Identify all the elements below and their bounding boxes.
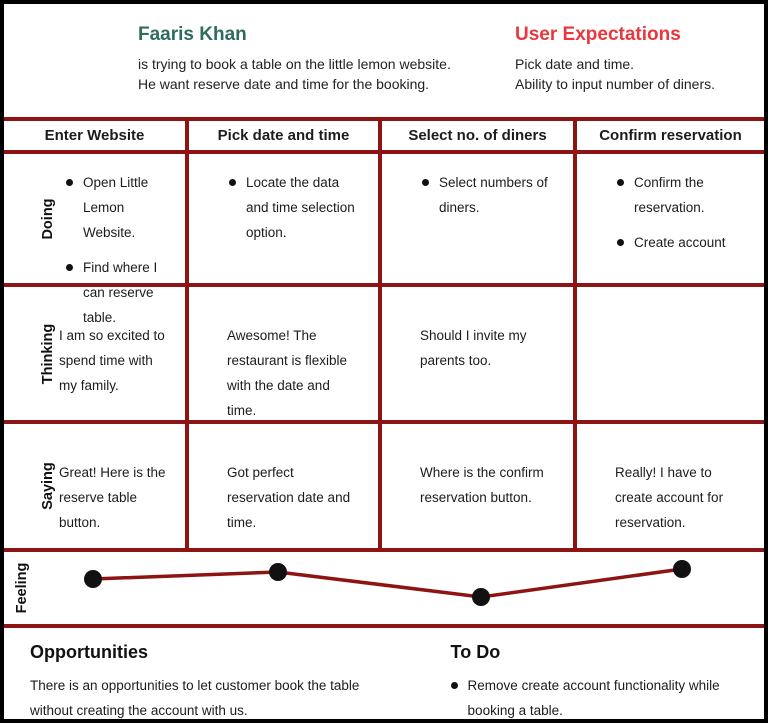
list-item: Remove create account functionality whil… [450, 673, 764, 723]
list-item: Open Little Lemon Website. [66, 170, 171, 245]
journey-map: Faaris Khan is trying to book a table on… [4, 4, 764, 719]
footer: Opportunities There is an opportunities … [4, 628, 764, 723]
doing-list-3: Select numbers of diners. [422, 170, 555, 220]
doing-item: Confirm the reservation. [634, 175, 705, 215]
stage-header-enter-website: Enter Website [4, 121, 189, 154]
opportunities-section: Opportunities There is an opportunities … [30, 642, 405, 723]
persona-block: Faaris Khan is trying to book a table on… [138, 24, 515, 117]
persona-header: Faaris Khan is trying to book a table on… [4, 4, 764, 117]
persona-description-line1: is trying to book a table on the little … [138, 56, 451, 72]
row-label-thinking: Thinking [40, 323, 56, 384]
bullet-icon [229, 179, 236, 186]
todo-item: Remove create account functionality whil… [467, 678, 720, 718]
bullet-icon [450, 682, 458, 689]
cell-thinking-3: Should I invite my parents too. [382, 287, 577, 424]
doing-item: Create account [634, 235, 726, 250]
stage-header-pick-date-time: Pick date and time [189, 121, 382, 154]
doing-item: Open Little Lemon Website. [83, 175, 149, 240]
cell-saying-3: Where is the confirm reservation button. [382, 424, 577, 552]
thinking-text: I am so excited to spend time with my fa… [59, 328, 165, 393]
feeling-row: Feeling [4, 552, 764, 628]
todo-title: To Do [450, 642, 501, 662]
feeling-chart [84, 560, 691, 606]
doing-item: Select numbers of diners. [439, 175, 548, 215]
saying-text: Really! I have to create account for res… [615, 465, 724, 530]
saying-text: Great! Here is the reserve table button. [59, 465, 166, 530]
cell-thinking-4 [577, 287, 764, 424]
doing-list-4: Confirm the reservation. Create account [617, 170, 746, 255]
cell-saying-2: Got perfect reservation date and time. [189, 424, 382, 552]
list-item: Confirm the reservation. [617, 170, 746, 220]
journey-table: Enter Website Pick date and time Select … [4, 117, 764, 552]
doing-item: Locate the data and time selection optio… [246, 175, 355, 240]
doing-list-2: Locate the data and time selection optio… [229, 170, 360, 245]
thinking-text: Awesome! The restaurant is flexible with… [227, 328, 348, 418]
bullet-icon [617, 179, 624, 186]
thinking-text: Should I invite my parents too. [420, 328, 527, 368]
persona-description-line2: He want reserve date and time for the bo… [138, 76, 430, 92]
opportunities-title: Opportunities [30, 642, 148, 662]
cell-doing-4: Confirm the reservation. Create account [577, 154, 764, 287]
opportunities-text: There is an opportunities to let custome… [30, 678, 360, 718]
cell-doing-3: Select numbers of diners. [382, 154, 577, 287]
todo-list: Remove create account functionality whil… [450, 673, 764, 723]
list-item: Find where I can reserve table. [66, 255, 171, 330]
cell-saying-4: Really! I have to create account for res… [577, 424, 764, 552]
bullet-icon [617, 239, 624, 246]
persona-name: Faaris Khan [138, 24, 247, 45]
list-item: Create account [617, 230, 746, 255]
doing-item: Find where I can reserve table. [83, 260, 158, 325]
stage-header-confirm: Confirm reservation [577, 121, 764, 154]
cell-thinking-2: Awesome! The restaurant is flexible with… [189, 287, 382, 424]
list-item: Locate the data and time selection optio… [229, 170, 360, 245]
row-label-doing: Doing [40, 197, 56, 240]
expectations-block: User Expectations Pick date and time. Ab… [515, 24, 715, 117]
bullet-icon [66, 179, 73, 186]
cell-doing-2: Locate the data and time selection optio… [189, 154, 382, 287]
expectations-line1: Pick date and time. [515, 56, 635, 72]
saying-text: Where is the confirm reservation button. [420, 465, 544, 505]
list-item: Select numbers of diners. [422, 170, 555, 220]
cell-doing-1: Doing Open Little Lemon Website. Find wh… [4, 154, 189, 325]
row-label-saying: Saying [40, 462, 56, 510]
cell-thinking-1: Thinking I am so excited to spend time w… [4, 287, 189, 424]
todo-section: To Do Remove create account functionalit… [450, 642, 764, 723]
bullet-icon [422, 179, 429, 186]
saying-text: Got perfect reservation date and time. [227, 465, 351, 530]
expectations-line2: Ability to input number of diners. [515, 76, 715, 92]
stage-header-select-diners: Select no. of diners [382, 121, 577, 154]
bullet-icon [66, 264, 73, 271]
cell-saying-1: Saying Great! Here is the reserve table … [4, 424, 189, 552]
expectations-title: User Expectations [515, 24, 681, 45]
doing-list-1: Open Little Lemon Website. Find where I … [66, 170, 171, 330]
